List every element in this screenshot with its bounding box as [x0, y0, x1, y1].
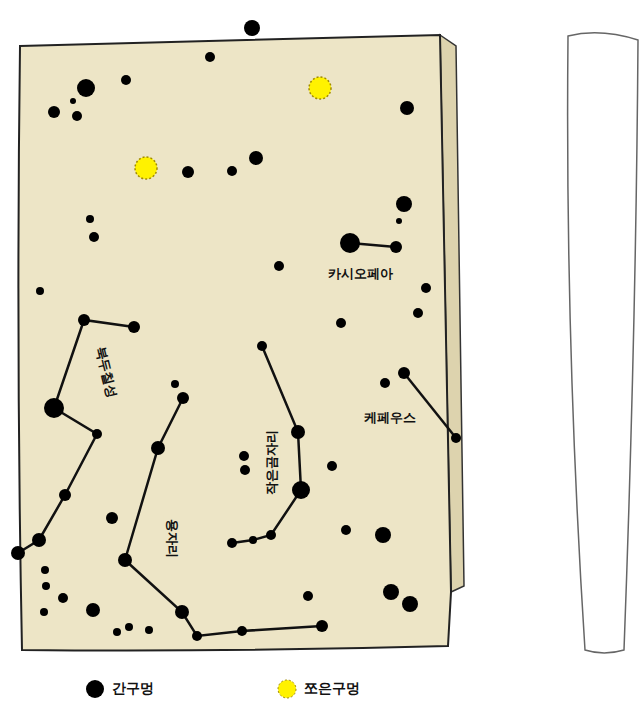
drilled-hole: [11, 546, 25, 560]
drilled-hole: [303, 591, 313, 601]
drilled-hole: [72, 111, 82, 121]
constellation-line: [18, 320, 134, 553]
drilled-hole: [421, 283, 431, 293]
drilled-hole: [113, 628, 121, 636]
drilled-hole: [237, 626, 247, 636]
drilled-hole: [274, 261, 284, 271]
drilled-hole: [291, 425, 305, 439]
drilled-hole: [128, 321, 140, 333]
constellation-name: 카시오페아: [326, 266, 395, 282]
drilled-hole: [336, 318, 346, 328]
drilled-hole: [340, 233, 360, 253]
drilled-hole: [239, 451, 249, 461]
drilled-hole: [327, 461, 337, 471]
drilled-hole: [44, 398, 64, 418]
drilled-hole: [121, 75, 131, 85]
drilled-hole: [375, 527, 391, 543]
legend-item: 간구멍: [84, 678, 154, 700]
drilled-hole: [400, 101, 414, 115]
drilled-hole: [86, 215, 94, 223]
drilled-hole: [86, 603, 100, 617]
legend-text: 간구멍: [112, 680, 154, 698]
drilled-hole: [182, 166, 194, 178]
drilled-hole: [42, 582, 50, 590]
drilled-hole: [413, 308, 423, 318]
legend-swatch-dot: [278, 680, 296, 698]
stone-face: [18, 35, 451, 651]
drilled-hole: [205, 52, 215, 62]
drilled-hole: [77, 79, 95, 97]
drilled-hole: [402, 596, 418, 612]
constellation-lines: [18, 243, 456, 636]
constellation-line: [232, 346, 301, 543]
drilled-hole: [383, 584, 399, 600]
constellation-name: 작은곰자리: [264, 428, 280, 497]
drilled-hole: [118, 553, 132, 567]
drilled-hole: [266, 530, 276, 540]
drilled-hole: [70, 98, 76, 104]
drilled-hole: [390, 241, 402, 253]
constellation-name: 케페우스: [362, 410, 418, 426]
legend-swatch-dot: [86, 680, 104, 698]
drilled-hole: [227, 538, 237, 548]
drilled-hole: [192, 631, 202, 641]
drilled-hole: [292, 481, 310, 499]
drilled-hole: [316, 620, 328, 632]
legend-swatch: [276, 678, 298, 700]
legend-text: 쪼은구멍: [304, 680, 360, 698]
drilled-hole: [106, 512, 118, 524]
drilled-hole: [175, 605, 189, 619]
drilled-hole: [249, 536, 257, 544]
legend-item: 쪼은구멍: [276, 678, 360, 700]
drilled-hole: [240, 465, 250, 475]
drilled-hole: [78, 314, 90, 326]
drilled-hole: [36, 287, 44, 295]
drilled-hole: [257, 341, 267, 351]
drilled-hole: [40, 608, 48, 616]
pecked-hole: [135, 157, 157, 179]
drilled-hole: [125, 623, 133, 631]
drilled-hole: [380, 378, 390, 388]
drilled-hole: [227, 166, 237, 176]
drilled-hole: [341, 525, 351, 535]
drilled-hole: [396, 196, 412, 212]
drilled-hole: [171, 380, 179, 388]
star-holes: [11, 20, 461, 641]
legend-swatch: [84, 678, 106, 700]
drilled-hole: [177, 392, 189, 404]
pecked-hole: [309, 77, 331, 99]
constellation-line: [125, 398, 322, 636]
constellation-name: 용자리: [164, 517, 180, 560]
drilled-hole: [58, 593, 68, 603]
drilled-hole: [89, 232, 99, 242]
drilled-hole: [451, 433, 461, 443]
drilled-hole: [32, 533, 46, 547]
stone-profile: [568, 33, 638, 653]
drilled-hole: [145, 626, 153, 634]
drilled-hole: [41, 566, 49, 574]
drilled-hole: [396, 218, 402, 224]
drilled-hole: [48, 106, 60, 118]
drilled-hole: [244, 20, 260, 36]
drilled-hole: [92, 429, 102, 439]
drilled-hole: [151, 441, 165, 455]
drilled-hole: [59, 489, 71, 501]
drilled-hole: [249, 151, 263, 165]
drilled-hole: [398, 367, 410, 379]
constellation-line: [404, 373, 456, 438]
